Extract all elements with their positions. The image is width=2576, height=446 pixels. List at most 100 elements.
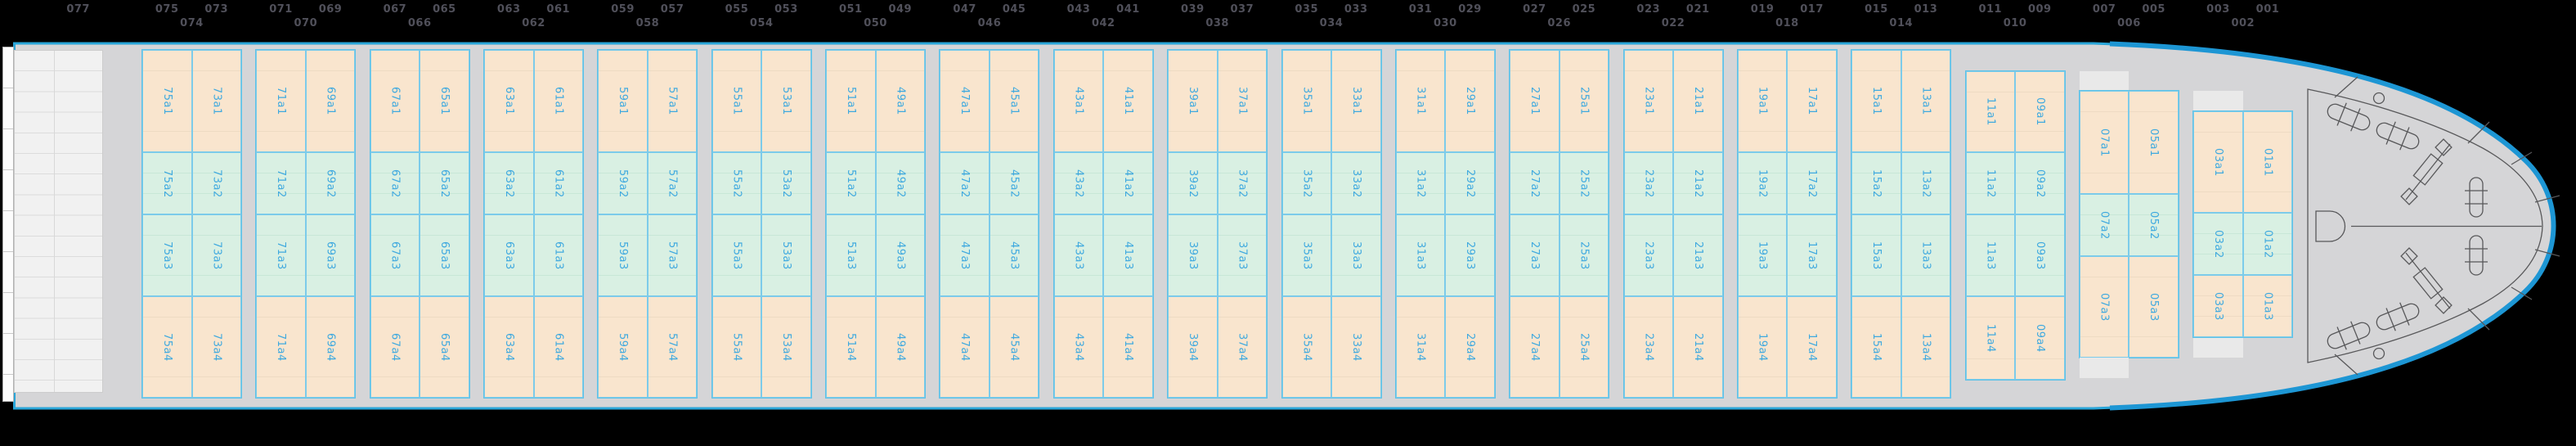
slot-cell-21a2[interactable]: 21a2: [1673, 152, 1723, 214]
slot-cell-11a2[interactable]: 11a2: [1965, 152, 2016, 214]
slot-cell-47a1[interactable]: 47a1: [940, 50, 990, 152]
slot-cell-73a2[interactable]: 73a2: [191, 152, 241, 214]
slot-cell-73a3[interactable]: 73a3: [191, 214, 241, 296]
slot-cell-41a3[interactable]: 41a3: [1103, 214, 1153, 296]
slot-cell-71a2[interactable]: 71a2: [256, 152, 306, 214]
slot-cell-55a4[interactable]: 55a4: [711, 296, 762, 398]
slot-cell-01a3[interactable]: 01a3: [2242, 275, 2293, 337]
slot-cell-67a3[interactable]: 67a3: [370, 214, 420, 296]
slot-cell-35a3[interactable]: 35a3: [1281, 214, 1331, 296]
slot-cell-57a3[interactable]: 57a3: [647, 214, 698, 296]
slot-cell-61a4[interactable]: 61a4: [533, 296, 584, 398]
slot-cell-71a1[interactable]: 71a1: [256, 50, 306, 152]
slot-cell-23a4[interactable]: 23a4: [1623, 296, 1674, 398]
slot-cell-67a4[interactable]: 67a4: [370, 296, 420, 398]
slot-cell-11a1[interactable]: 11a1: [1965, 71, 2016, 152]
slot-cell-11a4[interactable]: 11a4: [1965, 296, 2016, 380]
slot-cell-37a4[interactable]: 37a4: [1217, 296, 1268, 398]
slot-cell-63a2[interactable]: 63a2: [484, 152, 534, 214]
slot-cell-45a3[interactable]: 45a3: [989, 214, 1039, 296]
slot-cell-01a1[interactable]: 01a1: [2242, 111, 2293, 213]
slot-cell-43a1[interactable]: 43a1: [1053, 50, 1104, 152]
slot-cell-39a2[interactable]: 39a2: [1168, 152, 1218, 214]
slot-cell-49a4[interactable]: 49a4: [875, 296, 926, 398]
slot-cell-09a3[interactable]: 09a3: [2015, 214, 2065, 296]
slot-cell-29a4[interactable]: 29a4: [1445, 296, 1495, 398]
slot-cell-37a2[interactable]: 37a2: [1217, 152, 1268, 214]
slot-cell-69a4[interactable]: 69a4: [305, 296, 356, 398]
slot-cell-53a3[interactable]: 53a3: [761, 214, 811, 296]
slot-cell-13a3[interactable]: 13a3: [1901, 214, 1951, 296]
slot-cell-03a1[interactable]: 03a1: [2193, 111, 2243, 213]
slot-cell-33a3[interactable]: 33a3: [1331, 214, 1381, 296]
slot-cell-55a2[interactable]: 55a2: [711, 152, 762, 214]
slot-cell-35a1[interactable]: 35a1: [1281, 50, 1331, 152]
slot-cell-49a2[interactable]: 49a2: [875, 152, 926, 214]
slot-cell-55a3[interactable]: 55a3: [711, 214, 762, 296]
slot-cell-51a4[interactable]: 51a4: [826, 296, 876, 398]
slot-cell-41a1[interactable]: 41a1: [1103, 50, 1153, 152]
slot-cell-39a1[interactable]: 39a1: [1168, 50, 1218, 152]
slot-cell-59a4[interactable]: 59a4: [598, 296, 648, 398]
slot-cell-69a1[interactable]: 69a1: [305, 50, 356, 152]
slot-cell-09a4[interactable]: 09a4: [2015, 296, 2065, 380]
slot-cell-17a2[interactable]: 17a2: [1787, 152, 1837, 214]
slot-cell-31a4[interactable]: 31a4: [1395, 296, 1446, 398]
slot-cell-57a1[interactable]: 57a1: [647, 50, 698, 152]
slot-cell-67a1[interactable]: 67a1: [370, 50, 420, 152]
slot-cell-69a3[interactable]: 69a3: [305, 214, 356, 296]
slot-cell-19a3[interactable]: 19a3: [1737, 214, 1788, 296]
slot-cell-31a1[interactable]: 31a1: [1395, 50, 1446, 152]
slot-cell-35a2[interactable]: 35a2: [1281, 152, 1331, 214]
slot-cell-63a3[interactable]: 63a3: [484, 214, 534, 296]
slot-cell-47a2[interactable]: 47a2: [940, 152, 990, 214]
slot-cell-51a2[interactable]: 51a2: [826, 152, 876, 214]
slot-cell-75a2[interactable]: 75a2: [142, 152, 192, 214]
slot-cell-17a3[interactable]: 17a3: [1787, 214, 1837, 296]
slot-cell-41a2[interactable]: 41a2: [1103, 152, 1153, 214]
slot-cell-41a4[interactable]: 41a4: [1103, 296, 1153, 398]
slot-cell-07a3[interactable]: 07a3: [2079, 256, 2129, 358]
slot-cell-33a4[interactable]: 33a4: [1331, 296, 1381, 398]
slot-cell-45a2[interactable]: 45a2: [989, 152, 1039, 214]
slot-cell-65a2[interactable]: 65a2: [420, 152, 469, 214]
slot-cell-25a2[interactable]: 25a2: [1559, 152, 1609, 214]
slot-cell-63a1[interactable]: 63a1: [484, 50, 534, 152]
slot-cell-69a2[interactable]: 69a2: [305, 152, 356, 214]
slot-cell-61a2[interactable]: 61a2: [533, 152, 584, 214]
slot-cell-29a2[interactable]: 29a2: [1445, 152, 1495, 214]
slot-cell-65a3[interactable]: 65a3: [420, 214, 469, 296]
slot-cell-59a3[interactable]: 59a3: [598, 214, 648, 296]
slot-cell-25a4[interactable]: 25a4: [1559, 296, 1609, 398]
slot-cell-43a4[interactable]: 43a4: [1053, 296, 1104, 398]
slot-cell-17a1[interactable]: 17a1: [1787, 50, 1837, 152]
slot-cell-47a4[interactable]: 47a4: [940, 296, 990, 398]
slot-cell-57a2[interactable]: 57a2: [647, 152, 698, 214]
slot-cell-39a4[interactable]: 39a4: [1168, 296, 1218, 398]
slot-cell-73a4[interactable]: 73a4: [191, 296, 241, 398]
slot-cell-09a1[interactable]: 09a1: [2015, 71, 2065, 152]
slot-cell-33a2[interactable]: 33a2: [1331, 152, 1381, 214]
slot-cell-49a3[interactable]: 49a3: [875, 214, 926, 296]
slot-cell-63a4[interactable]: 63a4: [484, 296, 534, 398]
slot-cell-13a2[interactable]: 13a2: [1901, 152, 1951, 214]
slot-cell-11a3[interactable]: 11a3: [1965, 214, 2016, 296]
slot-cell-23a1[interactable]: 23a1: [1623, 50, 1674, 152]
slot-cell-53a2[interactable]: 53a2: [761, 152, 811, 214]
slot-cell-05a1[interactable]: 05a1: [2129, 91, 2179, 194]
slot-cell-59a2[interactable]: 59a2: [598, 152, 648, 214]
slot-cell-07a1[interactable]: 07a1: [2079, 91, 2129, 194]
slot-cell-51a3[interactable]: 51a3: [826, 214, 876, 296]
slot-cell-27a4[interactable]: 27a4: [1510, 296, 1560, 398]
slot-cell-33a1[interactable]: 33a1: [1331, 50, 1381, 152]
slot-cell-21a3[interactable]: 21a3: [1673, 214, 1723, 296]
slot-cell-19a1[interactable]: 19a1: [1737, 50, 1788, 152]
slot-cell-15a4[interactable]: 15a4: [1851, 296, 1901, 398]
slot-cell-35a4[interactable]: 35a4: [1281, 296, 1331, 398]
slot-cell-45a1[interactable]: 45a1: [989, 50, 1039, 152]
slot-cell-65a1[interactable]: 65a1: [420, 50, 469, 152]
slot-cell-19a4[interactable]: 19a4: [1737, 296, 1788, 398]
slot-cell-67a2[interactable]: 67a2: [370, 152, 420, 214]
slot-cell-31a3[interactable]: 31a3: [1395, 214, 1446, 296]
slot-cell-61a3[interactable]: 61a3: [533, 214, 584, 296]
